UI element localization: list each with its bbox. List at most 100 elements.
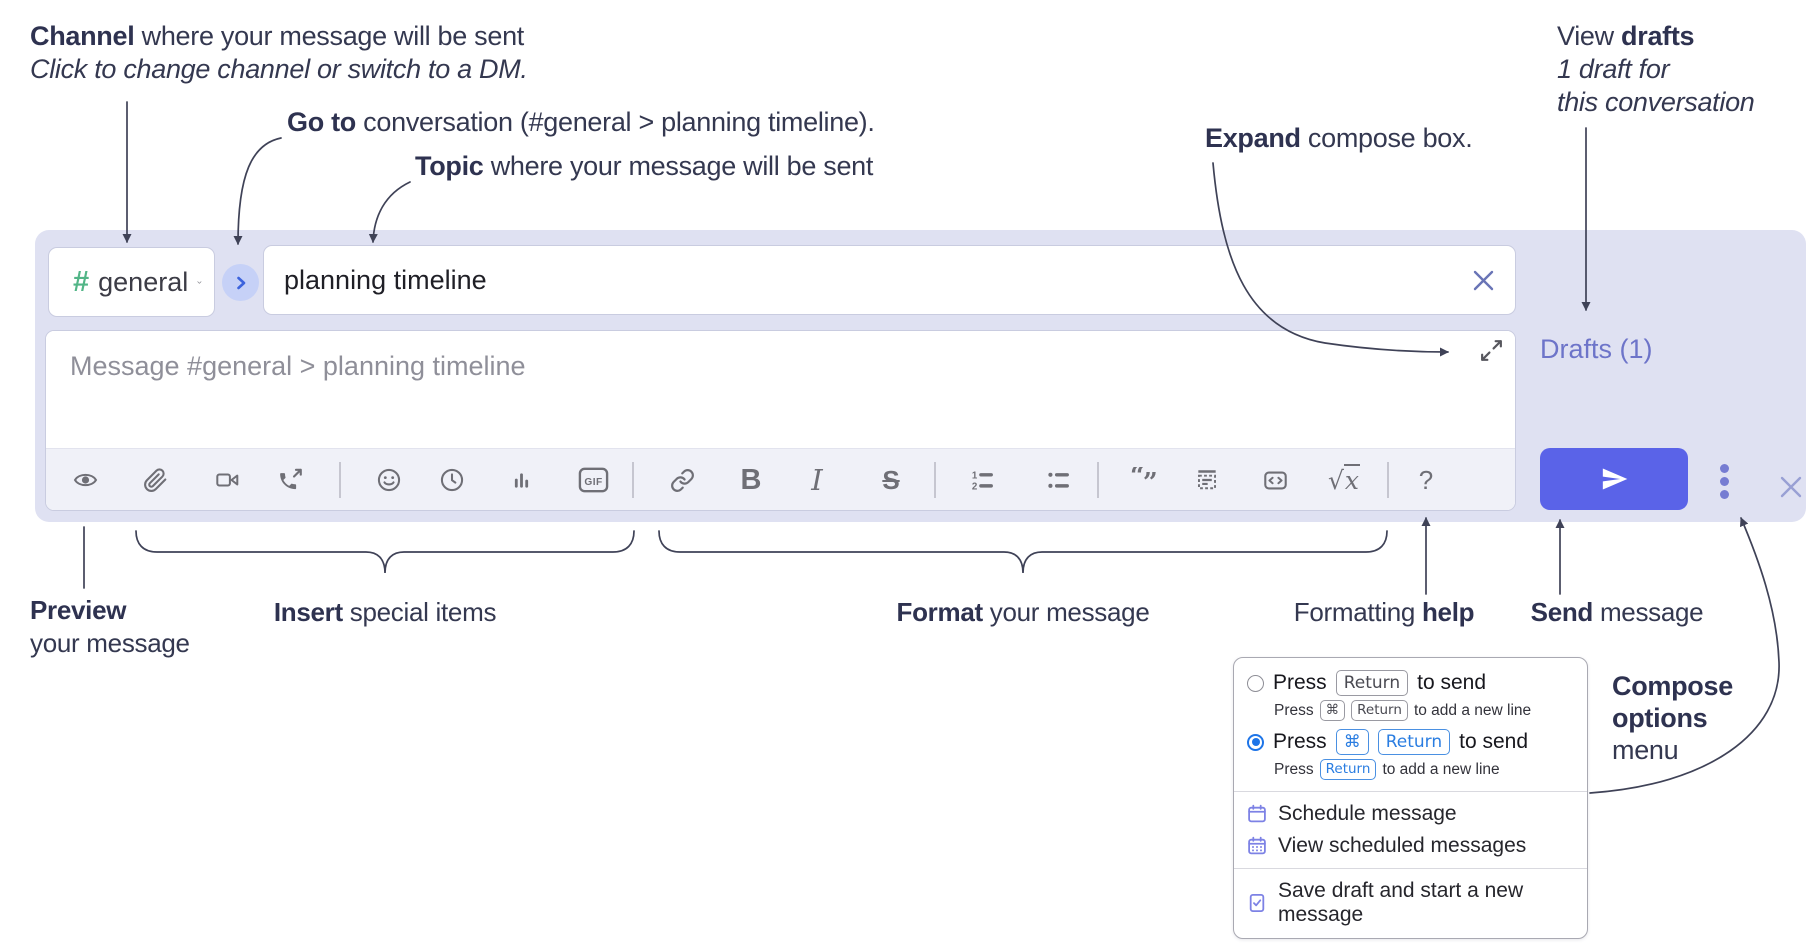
- radio-selected-icon[interactable]: [1247, 733, 1264, 751]
- option-cmd-enter-to-send[interactable]: Press ⌘ Return to send: [1234, 726, 1587, 758]
- smiley-icon: [377, 468, 401, 492]
- eye-icon: [73, 473, 97, 487]
- cmd-key: ⌘: [1335, 729, 1369, 755]
- topic-input[interactable]: planning timeline: [263, 245, 1516, 315]
- close-icon: [1780, 476, 1802, 498]
- calendar-grid-icon: [1248, 836, 1266, 855]
- message-box: Message #general > planning timeline: [45, 330, 1516, 511]
- emoji-button[interactable]: [367, 453, 411, 507]
- close-compose-button[interactable]: [1776, 472, 1806, 502]
- cmd-key: ⌘: [1319, 700, 1346, 721]
- gif-icon: GIF: [578, 467, 608, 493]
- strikethrough-icon: S: [882, 464, 900, 495]
- add-gif-button[interactable]: GIF: [571, 453, 615, 507]
- compose-toolbar: GIF B I S 1 2: [46, 448, 1515, 510]
- attach-file-button[interactable]: [133, 453, 177, 507]
- paperclip-icon: [143, 467, 166, 492]
- expand-compose-button[interactable]: [1478, 337, 1505, 369]
- go-to-conversation-button[interactable]: [222, 264, 259, 301]
- add-poll-button[interactable]: [499, 453, 543, 507]
- toolbar-divider: [339, 462, 341, 498]
- enter-sends-popup: Press Return to send Press ⌘ Return to a…: [1233, 657, 1588, 939]
- channel-hash-icon: #: [73, 265, 90, 298]
- toolbar-divider: [1097, 462, 1099, 498]
- menu-item-label: Schedule message: [1278, 802, 1457, 825]
- clock-icon: [440, 468, 464, 492]
- spoiler-button[interactable]: [1185, 453, 1229, 507]
- svg-text:2: 2: [972, 481, 978, 492]
- audio-call-button[interactable]: [269, 453, 313, 507]
- annotation-view-drafts-line2: 1 draft for: [1557, 54, 1670, 84]
- svg-text:1: 1: [972, 470, 978, 481]
- annotation-view-drafts: View drafts 1 draft for this conversatio…: [1557, 20, 1755, 119]
- dot-icon: [1719, 489, 1729, 499]
- link-icon: [670, 468, 694, 492]
- return-key: Return: [1319, 759, 1377, 780]
- dot-icon: [1719, 476, 1729, 486]
- question-mark-icon: ?: [1418, 464, 1434, 495]
- draft-check-icon: [1249, 893, 1265, 912]
- video-call-button[interactable]: [205, 453, 249, 507]
- annotation-formatting-help: Formatting help: [1293, 597, 1475, 627]
- calendar-icon: [1248, 804, 1266, 823]
- return-key: Return: [1351, 700, 1408, 721]
- numbered-list-button[interactable]: 1 2: [960, 453, 1004, 507]
- phone-call-icon: [280, 468, 302, 490]
- spoiler-icon: [1198, 470, 1216, 490]
- clear-topic-button[interactable]: [1470, 267, 1497, 294]
- chevron-down-icon: [197, 280, 202, 284]
- link-button[interactable]: [660, 453, 704, 507]
- video-camera-icon: [215, 473, 238, 487]
- strikethrough-button[interactable]: S: [869, 453, 913, 507]
- menu-item-schedule-message[interactable]: Schedule message: [1234, 798, 1587, 830]
- italic-button[interactable]: I: [795, 453, 839, 507]
- bold-button[interactable]: B: [729, 453, 773, 507]
- latex-icon: √x: [1327, 463, 1361, 495]
- svg-text:“: “: [1130, 467, 1145, 491]
- preview-button[interactable]: [63, 453, 107, 507]
- quote-button[interactable]: “ ”: [1122, 453, 1166, 507]
- channel-selector[interactable]: # general: [48, 247, 215, 317]
- return-key: Return: [1377, 729, 1451, 755]
- toolbar-divider: [632, 462, 634, 498]
- drafts-link[interactable]: Drafts (1): [1540, 334, 1653, 364]
- menu-item-label: Save draft and start a new message: [1278, 879, 1524, 926]
- insert-brace: [135, 530, 635, 574]
- option-enter-to-send[interactable]: Press Return to send: [1234, 667, 1587, 699]
- annotation-goto: Go to conversation (#general > planning …: [287, 107, 875, 137]
- return-key: Return: [1335, 670, 1409, 696]
- annotation-channel: Channel where your message will be sent …: [30, 20, 528, 86]
- math-button[interactable]: √x: [1322, 453, 1366, 507]
- code-button[interactable]: [1253, 453, 1297, 507]
- menu-item-view-scheduled-messages[interactable]: View scheduled messages: [1234, 830, 1587, 862]
- annotation-channel-line2: Click to change channel or switch to a D…: [30, 54, 528, 84]
- radio-unselected-icon[interactable]: [1247, 674, 1264, 692]
- code-icon: [1263, 471, 1287, 489]
- svg-text:”: ”: [1143, 468, 1158, 493]
- annotation-insert: Insert special items: [273, 597, 497, 627]
- bold-icon: B: [740, 463, 762, 496]
- bulleted-list-button[interactable]: [1036, 453, 1080, 507]
- annotation-compose-options: Compose options menu: [1612, 671, 1733, 765]
- annotation-format: Format your message: [896, 597, 1150, 627]
- message-placeholder: Message #general > planning timeline: [70, 351, 526, 381]
- annotation-channel-line1: Channel where your message will be sent: [30, 21, 525, 51]
- message-formatting-help-button[interactable]: ?: [1404, 453, 1448, 507]
- channel-name: general: [98, 266, 189, 297]
- numbered-list-icon: 1 2: [972, 470, 993, 492]
- option-cmd-enter-to-send-sub: Press Return to add a new line: [1234, 758, 1587, 785]
- expand-diagonal-icon: [1481, 340, 1502, 361]
- chevron-right-icon: [236, 276, 245, 289]
- message-input[interactable]: Message #general > planning timeline: [46, 331, 1515, 448]
- global-time-button[interactable]: [430, 453, 474, 507]
- menu-item-save-draft-new-message[interactable]: Save draft and start a new message: [1234, 875, 1587, 931]
- annotation-expand: Expand compose box.: [1205, 123, 1473, 153]
- menu-divider: [1234, 791, 1587, 792]
- quote-icon: “ ”: [1130, 467, 1158, 493]
- svg-text:GIF: GIF: [584, 477, 602, 488]
- dot-icon: [1719, 463, 1729, 473]
- goto-connector-curve: [233, 137, 282, 245]
- send-button[interactable]: [1540, 448, 1688, 510]
- compose-options-button[interactable]: [1710, 456, 1738, 506]
